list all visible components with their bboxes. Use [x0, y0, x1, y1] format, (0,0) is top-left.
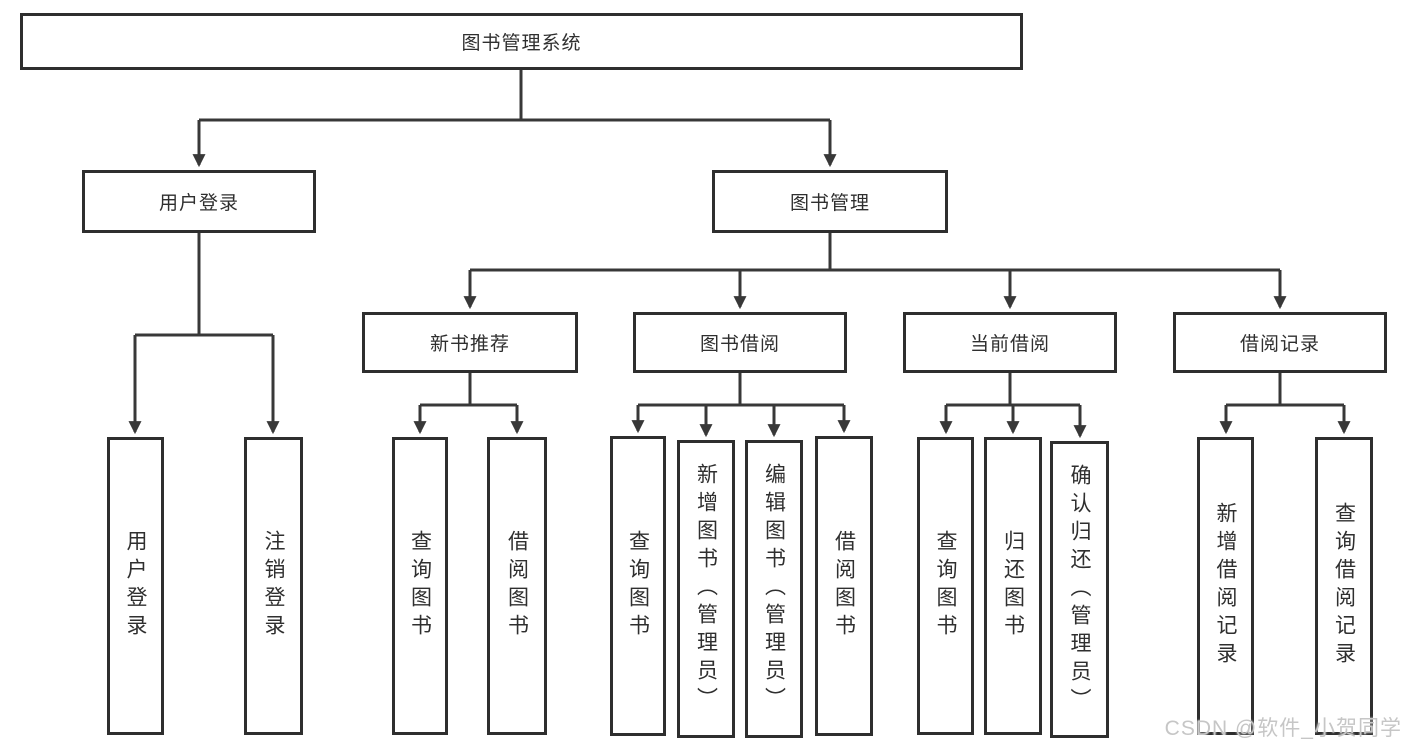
- node-current-borrow: 当前借阅: [903, 312, 1117, 373]
- tee-book-management: [470, 233, 1280, 272]
- watermark: CSDN @软件_小贺同学: [1164, 717, 1402, 740]
- leaf-add-borrow-record: 新增借阅记录: [1197, 437, 1254, 735]
- leaf-query-books-current: 查询图书: [917, 437, 974, 735]
- node-borrow-records: 借阅记录: [1173, 312, 1387, 373]
- leaf-confirm-return-admin: 确认归还（管理员）: [1050, 441, 1109, 738]
- node-book-borrow: 图书借阅: [633, 312, 847, 373]
- tee-current-borrow: [946, 373, 1080, 407]
- leaf-borrow-books: 借阅图书: [815, 436, 873, 736]
- leaf-query-borrow-record: 查询借阅记录: [1315, 437, 1373, 735]
- tee-borrow-records: [1226, 373, 1344, 407]
- leaf-add-books-admin: 新增图书（管理员）: [677, 440, 735, 738]
- leaf-user-login: 用户登录: [107, 437, 164, 735]
- node-user-login: 用户登录: [82, 170, 316, 233]
- leaf-return-books: 归还图书: [984, 437, 1042, 735]
- tee-root: [199, 70, 830, 122]
- tee-book-borrow: [638, 373, 844, 407]
- leaf-logout: 注销登录: [244, 437, 303, 735]
- leaf-query-books-recommend: 查询图书: [392, 437, 448, 735]
- leaf-query-books-borrow: 查询图书: [610, 436, 666, 736]
- node-new-book-recommend: 新书推荐: [362, 312, 578, 373]
- leaf-edit-books-admin: 编辑图书（管理员）: [745, 440, 803, 738]
- leaf-borrow-books-recommend: 借阅图书: [487, 437, 547, 735]
- node-root-system: 图书管理系统: [20, 13, 1023, 70]
- tee-user-login: [135, 233, 273, 337]
- tee-new-book-rec: [420, 373, 517, 407]
- node-book-management: 图书管理: [712, 170, 948, 233]
